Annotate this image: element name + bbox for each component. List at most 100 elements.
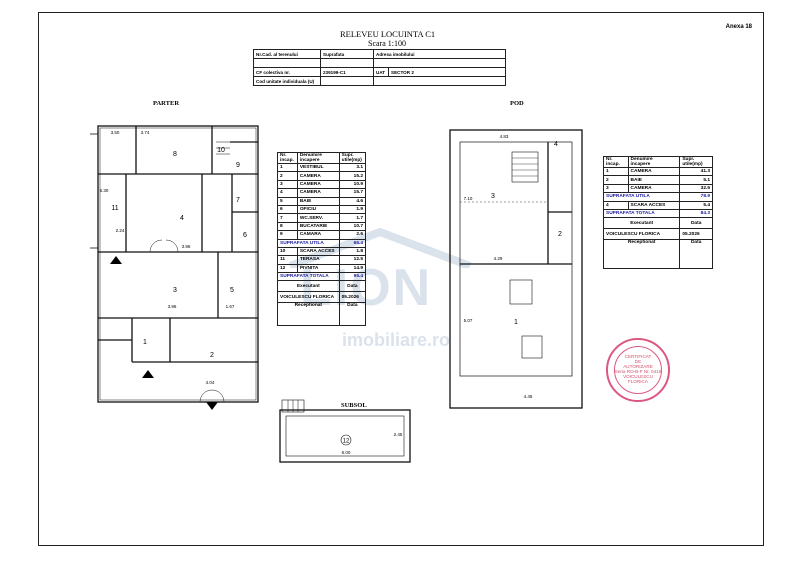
cell-nr: 10 [277,246,298,257]
watermark-sub: imobiliare.ro [342,330,451,350]
room-label: 9 [236,162,240,169]
exec-label: Executant [277,280,340,293]
exec-date: 05.2026 [679,228,713,241]
cell-area: 1.9 [338,204,367,215]
entrance-arrow-icon [110,256,122,264]
cell-area: 32.5 [679,183,713,194]
cell-name: SCARA ACCES [296,246,340,257]
skylight [509,279,533,305]
dimension-label: 5.07 [464,318,473,323]
exec-name: VOICULESCU FLORICA [602,228,681,241]
empty-cell [373,76,506,86]
subsol-inner-wall [285,415,405,457]
cell-area: 1.7 [338,213,367,223]
cell-area: 2.6 [338,230,367,240]
parter-inner-wall [99,127,257,401]
cell-nr: 7 [277,213,298,223]
cell-name: OFICIU [296,204,340,215]
cell-nr: 12 [277,263,298,274]
exec-label: Executant [602,217,681,230]
cell-area: 15.2 [338,171,367,181]
uat-value: SECTOR 2 [388,67,506,77]
room-label: 12 [343,439,350,445]
cell-name: VESTIBUL [296,162,340,173]
pod-outer-wall [449,129,583,409]
cell-name: CAMARA [296,230,340,240]
room-marker [340,434,352,446]
room-label: 11 [111,205,118,212]
cell-nr: 3 [277,179,298,190]
drawing-scale: Scara 1:100 [368,39,406,48]
cell-nr: 4 [603,200,629,210]
door-swing [165,239,179,253]
door-swing [211,389,225,403]
empty-cell [373,58,506,68]
dimension-label: 3.96 [168,304,177,309]
cell-name: WC.SERV. [296,213,340,223]
cod-label: Cod unitate individuala (U) [253,76,321,86]
util-label: SUPRAFATA UTILA [277,238,340,248]
cell-name: CAMERA [627,183,681,194]
dimension-label: 4.29 [494,256,503,261]
recv-label: Receptionat [277,302,340,327]
dimension-label: 4.45 [524,394,533,399]
dimension-label: 4.83 [500,134,509,139]
dimension-label: 4.04 [206,380,215,385]
util-value: 78.9 [679,192,713,202]
subsol-outer-wall [279,409,411,463]
cell-nr: 1 [277,162,298,173]
dimension-label: 1.67 [226,304,235,309]
util-label: SUPRAFATA UTILA [602,192,681,202]
room-label: 3 [491,193,495,200]
recv-label: Receptionat [602,239,681,270]
total-label: SUPRAFATA TOTALA [602,208,681,219]
cell-nr: 6 [277,204,298,215]
col-nr-header: Nr.incap. [277,152,298,164]
stamp-inner-ring [614,346,662,394]
annex-label: Anexa 18 [725,24,752,30]
cell-nr: 2 [603,175,629,185]
cell-name: PIVNITA [296,263,340,274]
cell-area: 15.7 [338,188,367,198]
room-label: 10 [217,147,225,154]
cell-area: 1.8 [338,246,367,257]
entrance-arrow-icon [206,402,218,410]
stair-block [511,151,539,183]
cell-name: CAMERA [296,171,340,181]
empty-cell [320,58,374,68]
cell-nr: 4 [277,188,298,198]
entrance-arrow-icon [142,370,154,378]
section-subsol: SUBSOL [341,402,367,409]
pod-inner-wall [459,141,573,377]
exec-date: 05.2026 [338,291,367,304]
cell-name: CAMERA [627,166,681,177]
room-label: 5 [230,287,234,294]
room-label: 3 [173,287,177,294]
exec-name: VOICULESCU FLORICA [277,291,340,304]
col-nr-header: Nr.incap. [603,156,629,168]
pod-floor-plan: 1 2 3 4 4.83 7.10 4.29 5.07 4.45 [449,129,583,409]
cell-name: BAIE [627,175,681,185]
recv-date: Data [338,302,367,327]
subsol-floor-plan: 12 6.00 2.45 [279,399,411,463]
room-label: 8 [173,151,177,158]
